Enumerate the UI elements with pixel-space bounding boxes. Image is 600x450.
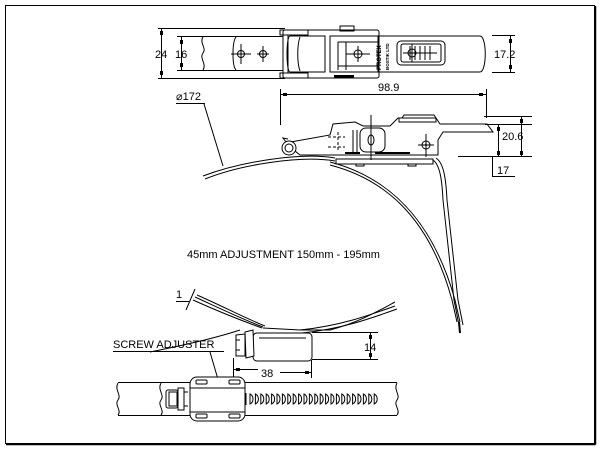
adjuster-side-view: 1 14: [149, 288, 398, 380]
lever-end: [286, 35, 326, 73]
pivot-link: [359, 127, 386, 153]
worm-slot: [319, 393, 324, 405]
dim-tail-width: 17.2: [492, 35, 515, 73]
band-tail: [432, 159, 461, 331]
band-outer: [202, 155, 336, 177]
dim-38-label: 38: [261, 368, 273, 380]
dim-band-width: 16: [175, 36, 205, 71]
worm-slot: [265, 393, 270, 405]
dim-length: 98.9: [280, 82, 487, 125]
dim-adjuster-height: 14: [312, 332, 378, 360]
tail-band: [379, 35, 486, 73]
dim-98-9-label: 98.9: [378, 82, 399, 94]
screw-adjuster-view: SCREW ADJUSTER: [113, 339, 399, 422]
dim-overall-height: 24: [155, 28, 285, 79]
worm-slot: [308, 393, 313, 405]
worm-slot: [276, 393, 281, 405]
dim-20-6-label: 20.6: [502, 131, 523, 143]
break-line: [116, 382, 120, 416]
pivot-hole: [346, 46, 370, 62]
worm-slot: [330, 393, 335, 405]
worm-slot: [292, 393, 297, 405]
base-plate: [335, 158, 434, 165]
adjustment-note: 45mm ADJUSTMENT 150mm - 195mm: [187, 249, 380, 261]
buckle-lever: [283, 117, 494, 156]
brand-subtext: BOSTIK LTD: [385, 43, 390, 70]
release-slot: [396, 40, 446, 66]
worm-slot: [368, 393, 373, 405]
brand-text: PROTEX: [377, 45, 383, 70]
worm-slot: [314, 393, 319, 405]
lever-rivet: [418, 134, 434, 157]
screw-adjuster-label: SCREW ADJUSTER: [113, 339, 215, 351]
worm-slot: [352, 393, 357, 405]
worm-slot: [325, 393, 330, 405]
dim-offset: 17: [492, 157, 515, 177]
worm-slot: [260, 393, 265, 405]
dim-diameter: ⌀172: [176, 91, 224, 167]
dim-thickness: 1: [176, 288, 196, 311]
dim-17-2-label: 17.2: [494, 49, 515, 61]
hinge-pin: [281, 140, 297, 156]
worm-slots: [249, 393, 378, 405]
dim-24-label: 24: [155, 49, 167, 61]
worm-slot: [373, 393, 378, 405]
worm-slot: [303, 393, 308, 405]
drawing-frame: [5, 5, 595, 444]
worm-slot: [281, 393, 286, 405]
dim-diameter-label: ⌀172: [176, 91, 201, 103]
worm-slot: [341, 393, 346, 405]
worm-slot: [287, 393, 292, 405]
worm-slot: [298, 393, 303, 405]
dim-17-label: 17: [497, 165, 509, 177]
dim-16-label: 16: [175, 49, 187, 61]
worm-slot: [346, 393, 351, 405]
dim-14-label: 14: [364, 342, 376, 354]
band-lower: [196, 294, 266, 327]
screw-nut: [165, 389, 179, 409]
rivet-hole: [257, 46, 269, 62]
worm-slot: [249, 393, 254, 405]
top-view: 24 16: [155, 25, 515, 79]
dim-adjuster-length: 38: [233, 358, 312, 380]
worm-slot: [335, 393, 340, 405]
dim-height: 20.6: [458, 116, 532, 157]
worm-slot: [357, 393, 362, 405]
screw-head: [244, 329, 255, 359]
worm-slot: [271, 393, 276, 405]
worm-slot: [254, 393, 259, 405]
dim-1-label: 1: [176, 289, 182, 301]
side-view: 98.9 ⌀172: [176, 82, 532, 334]
break-line: [201, 36, 205, 71]
rivet-hole: [231, 44, 251, 64]
adjuster-housing: [252, 332, 313, 362]
worm-slot: [362, 393, 367, 405]
band-curve: [329, 161, 461, 323]
